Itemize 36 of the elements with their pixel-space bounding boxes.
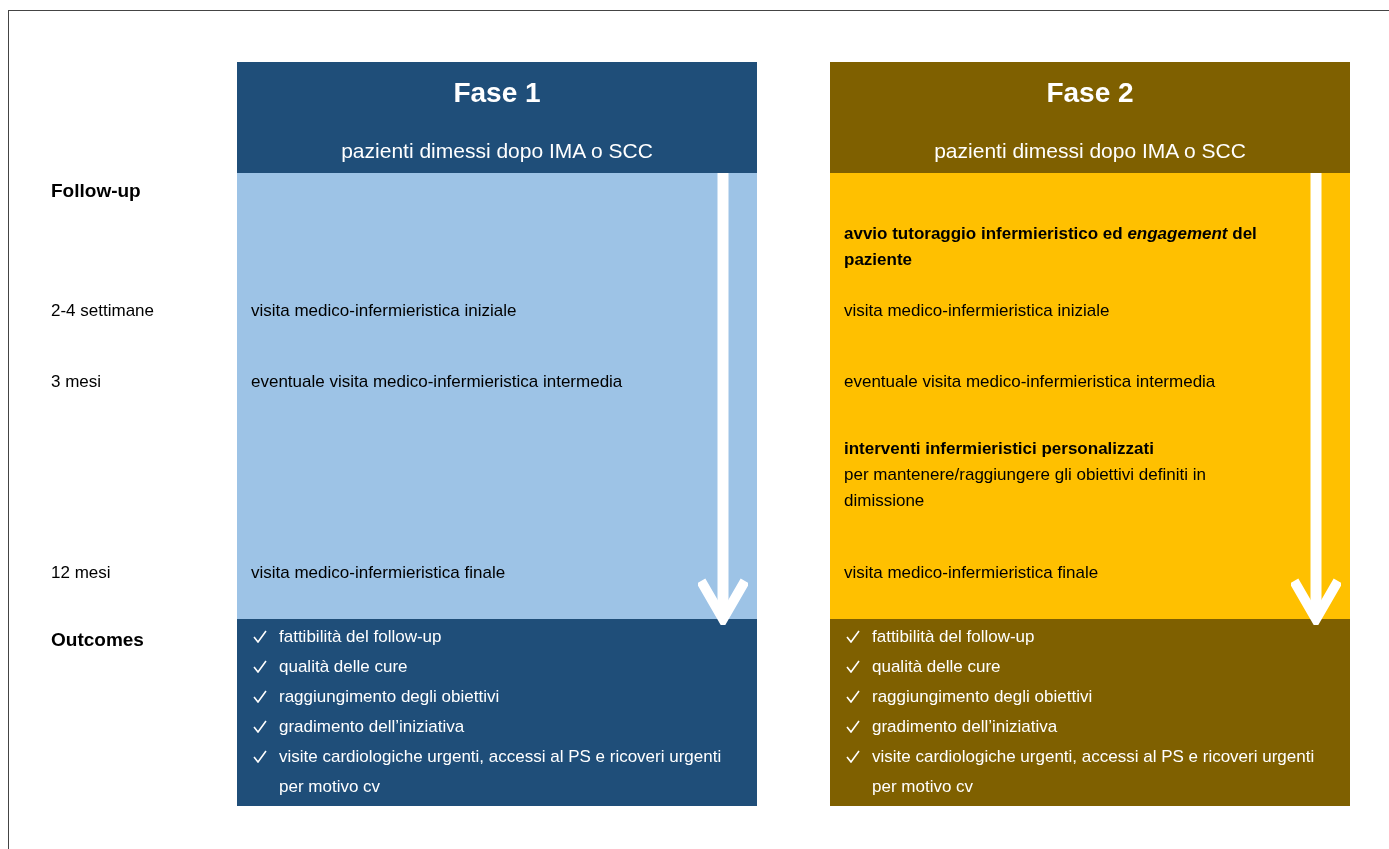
phase-header — [237, 62, 757, 173]
outcome-text: raggiungimento degli obiettivi — [872, 687, 1093, 706]
phase-title: Fase 2 — [1045, 76, 1135, 110]
step-text: visita medico-infermieristica iniziale — [251, 300, 518, 322]
time-label: 3 mesi — [51, 371, 102, 393]
phase-subtitle: pazienti dimessi dopo IMA o SCC — [933, 138, 1247, 164]
step-heading: interventi infermieristici personalizzati — [844, 438, 1155, 460]
step-text: eventuale visita medico-infermieristica intermedia — [844, 371, 1217, 393]
outcome-text: visite cardiologiche urgenti, accessi al PS e ricoveri urgenti per motivo cv — [872, 747, 1315, 796]
outcome-text: gradimento dell’iniziativa — [872, 717, 1058, 736]
outcome-text: visite cardiologiche urgenti, accessi al PS e ricoveri urgenti per motivo cv — [279, 747, 722, 796]
time-label: 12 mesi — [51, 562, 111, 584]
follow-up-panel — [237, 173, 757, 619]
outcome-text: qualità delle cure — [279, 657, 408, 676]
outcomes-panel — [830, 619, 1350, 806]
outcome-text: raggiungimento degli obiettivi — [279, 687, 500, 706]
step-text: per mantenere/raggiungere gli obiettivi definiti in dimissione — [844, 464, 1207, 512]
step-text: eventuale visita medico-infermieristica intermedia — [251, 371, 624, 393]
outcomes-panel — [237, 619, 757, 806]
row-heading: Follow-up — [51, 179, 141, 203]
phase-subtitle: pazienti dimessi dopo IMA o SCC — [340, 138, 654, 164]
step-text: visita medico-infermieristica iniziale — [844, 300, 1111, 322]
phase-header — [830, 62, 1350, 173]
row-heading: Outcomes — [51, 628, 144, 652]
step-text: visita medico-infermieristica finale — [844, 562, 1100, 584]
outcome-text: qualità delle cure — [872, 657, 1001, 676]
phase-title: Fase 1 — [452, 76, 542, 110]
arrow — [1289, 173, 1343, 624]
outcome-text: gradimento dell’iniziativa — [279, 717, 465, 736]
outcome-text: fattibilità del follow-up — [872, 627, 1035, 646]
outcome-text: fattibilità del follow-up — [279, 627, 442, 646]
step-heading: avvio tutoraggio infermieristico ed engagement del paziente — [844, 223, 1258, 271]
follow-up-panel — [830, 173, 1350, 619]
arrow — [696, 173, 750, 624]
step-text: visita medico-infermieristica finale — [251, 562, 507, 584]
time-label: 2-4 settimane — [51, 300, 154, 322]
